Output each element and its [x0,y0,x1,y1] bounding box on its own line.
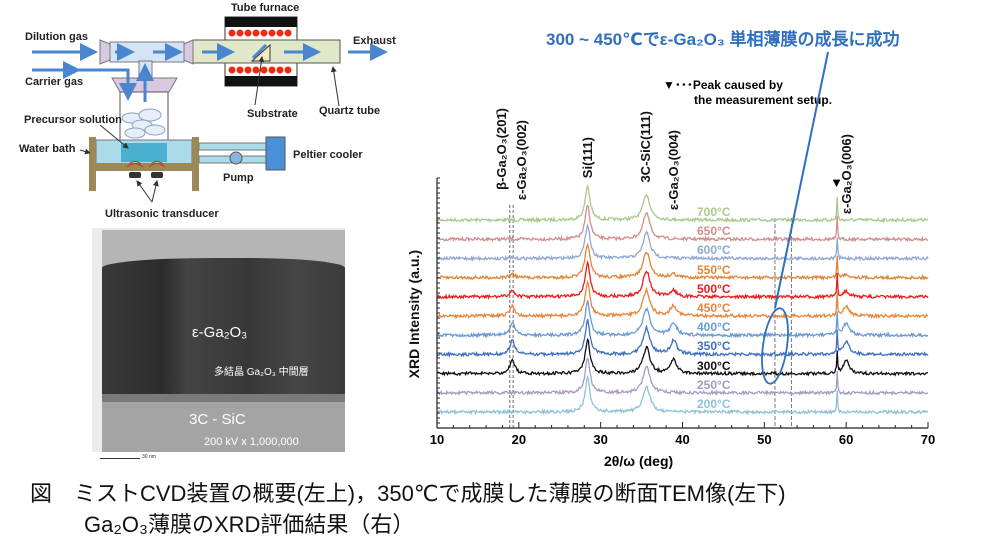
tem-scale-bar [100,458,140,459]
tem-label-substrate: 3C - SiC [189,411,246,428]
series-label: 550°C [697,262,731,277]
series-label: 300°C [697,358,731,373]
caption-line-2: Ga₂O₃薄膜のXRD評価結果（右） [84,512,415,537]
series-label: 650°C [697,224,731,239]
xrd-trace-350c [436,318,929,359]
x-tick-label: 50 [757,432,772,447]
series-label: 400°C [697,320,731,335]
peak-label: 3C-SiC(111) [638,111,654,183]
x-tick-label: 70 [920,432,936,447]
xrd-trace-650c [436,204,929,243]
label-ultrasonic-transducer: Ultrasonic transducer [105,208,219,220]
xrd-trace-400c [436,300,929,339]
xrd-trace-450c [436,279,929,320]
series-label: 600°C [697,243,731,258]
mist-clouds [121,108,166,139]
xrd-trace-200c [436,374,929,416]
tem-conditions: 200 kV x 1,000,000 [204,436,299,448]
x-tick-label: 60 [838,432,854,447]
peak-label: β-Ga₂O₃(201̄) [493,108,509,190]
xrd-chart [436,51,929,429]
series-label: 450°C [697,301,731,315]
artifact-peak-marker: ▼ [830,175,844,190]
peak-label: Si(111) [579,136,595,178]
tem-image: ε-Ga₂O₃ 多結晶 Ga₂O₃ 中間層 3C - SiC 200 kV x … [92,228,345,452]
label-carrier-gas: Carrier gas [25,76,84,88]
pump [229,151,243,165]
legend-note: ▼･･･Peak caused by [663,78,783,92]
tem-label-interlayer: 多結晶 Ga₂O₃ 中間層 [214,367,309,378]
tem-label-film: ε-Ga₂O₃ [192,324,248,341]
label-substrate: Substrate [247,108,298,120]
label-dilution-gas: Dilution gas [25,31,88,43]
x-tick-label: 30 [593,432,608,447]
bath-frame [89,137,199,191]
annotation-headline: 300 ~ 450℃でε-Ga₂O₃ 単相薄膜の成長に成功 [546,30,900,49]
series-label: 350°C [697,339,731,354]
xrd-trace-250c [436,357,929,397]
series-label: 200°C [697,397,731,411]
label-exhaust: Exhaust [353,35,396,47]
label-quartz-tube: Quartz tube [319,105,381,117]
flow-arrows [32,43,388,102]
label-pump: Pump [223,172,254,184]
label-water-bath: Water bath [19,143,76,155]
ultrasonic-transducer [129,172,163,178]
label-peltier-cooler: Peltier cooler [293,149,363,161]
legend-note-2: the measurement setup. [694,93,833,107]
x-tick-label: 20 [511,432,527,447]
tem-scale-label: 30 nm [142,454,156,460]
x-tick-label: 40 [675,432,690,447]
caption-line-1: 図 ミストCVD装置の概要(左上)，350℃で成膜した薄膜の断面TEM像(左下) [30,481,786,506]
peltier-cooler [265,136,286,171]
peak-label: ε-Ga₂O₃(004) [666,129,682,210]
annotation-pointer-line [774,51,829,309]
series-label: 250°C [697,377,731,392]
x-axis-label: 2θ/ω (deg) [604,453,674,469]
xrd-trace-600c [437,223,929,262]
xrd-trace-300c [436,337,929,377]
label-tube-furnace: Tube furnace [231,2,300,14]
series-label: 700°C [697,205,731,219]
peak-label: ε-Ga₂O₃(006) [839,133,855,214]
xrd-trace-550c [436,242,929,282]
annotation-ellipse [761,307,789,385]
xrd-trace-700c [436,184,929,224]
label-precursor-solution: Precursor solution [24,114,122,126]
series-label: 500°C [697,281,731,296]
x-tick-label: 10 [429,432,445,447]
peak-label: ε-Ga₂O₃(002) [514,119,530,200]
y-axis-label: XRD Intensity (a.u.) [406,249,422,378]
mist-cvd-diagram [32,16,388,203]
xrd-trace-500c [436,259,929,301]
